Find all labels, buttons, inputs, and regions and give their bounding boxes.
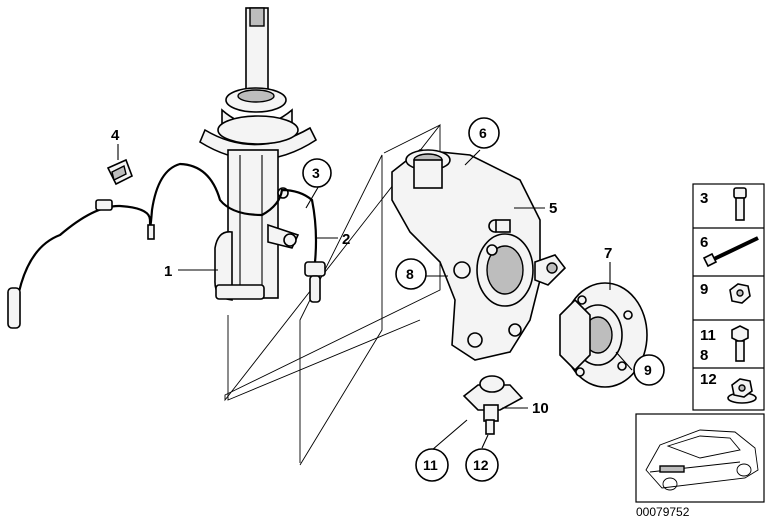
callout-1: 1 — [164, 263, 172, 280]
panel-label-12: 12 — [700, 371, 717, 388]
callout-3: 3 — [312, 165, 320, 181]
callout-6-circle — [468, 117, 500, 149]
callout-10: 10 — [532, 400, 549, 417]
clip-part — [106, 158, 134, 186]
panel-label-8: 8 — [700, 347, 708, 364]
wear-sensor-wire — [7, 162, 326, 329]
panel-label-11: 11 — [700, 327, 716, 344]
callout-11: 11 — [423, 457, 438, 473]
nut-icon — [729, 283, 751, 304]
callout-5: 5 — [549, 200, 557, 217]
callout-6: 6 — [479, 125, 487, 141]
parts-panel: 3 6 9 11 8 12 — [692, 183, 765, 411]
socket-bolt-icon — [733, 187, 747, 221]
callout-11-circle — [415, 448, 449, 482]
callouts: 1 2 3 4 5 6 7 8 9 10 11 12 — [111, 117, 665, 482]
leader-lines — [117, 144, 633, 451]
callout-4: 4 — [111, 127, 120, 144]
strut-assembly — [198, 7, 318, 301]
callout-8: 8 — [406, 266, 414, 282]
long-bolt-icon — [702, 236, 759, 268]
callout-12: 12 — [473, 457, 489, 473]
reference-number: 00079752 — [636, 505, 690, 519]
callout-7: 7 — [604, 245, 612, 262]
panel-label-6: 6 — [700, 234, 708, 251]
car-thumbnail — [635, 413, 765, 503]
panel-label-9: 9 — [700, 281, 708, 298]
steering-knuckle — [391, 149, 567, 361]
callout-12-circle — [465, 448, 499, 482]
panel-label-3: 3 — [700, 190, 708, 207]
callout-9-circle — [633, 354, 665, 386]
callout-9: 9 — [644, 362, 652, 378]
ball-joint — [462, 375, 524, 435]
callout-8-circle — [395, 258, 427, 290]
flange-nut-icon — [727, 378, 757, 404]
hex-bolt-icon — [731, 325, 749, 362]
callout-2: 2 — [342, 231, 350, 248]
assembly-guide-lines — [224, 123, 441, 466]
wheel-hub — [559, 282, 648, 388]
callout-3-circle — [302, 158, 332, 188]
